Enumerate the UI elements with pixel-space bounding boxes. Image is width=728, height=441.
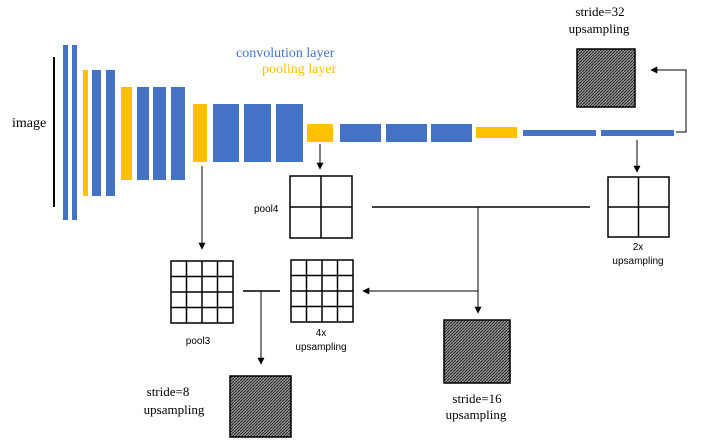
conv-layer bbox=[153, 87, 166, 180]
stride8-sublabel: upsampling bbox=[144, 402, 205, 417]
stride8-output bbox=[229, 375, 292, 438]
up2x-label: 2x bbox=[633, 242, 644, 253]
conv-layer bbox=[92, 70, 101, 196]
arrow-to-stride32 bbox=[650, 66, 687, 133]
conv-layer bbox=[244, 104, 271, 162]
conv-layer bbox=[72, 45, 77, 220]
pool-layer bbox=[83, 70, 88, 196]
conv-layer bbox=[63, 45, 68, 220]
pool-layer bbox=[476, 127, 517, 138]
image-label: image bbox=[12, 116, 46, 131]
conv-layer bbox=[276, 104, 303, 162]
pool-layer bbox=[307, 124, 333, 142]
legend-conv: convolution layer bbox=[236, 46, 335, 61]
stride16-output bbox=[443, 319, 511, 384]
conv-layer bbox=[171, 87, 185, 180]
conv-layer bbox=[523, 130, 596, 136]
stride8-label: stride=8 bbox=[147, 384, 190, 399]
conv-layer bbox=[431, 124, 472, 142]
stride16-label: stride=16 bbox=[452, 391, 502, 406]
conv-layer bbox=[137, 87, 149, 180]
stride32-sublabel: upsampling bbox=[569, 21, 630, 36]
conv-layer bbox=[106, 70, 115, 196]
pool4-grid bbox=[289, 175, 353, 239]
pool3-label: pool3 bbox=[186, 336, 211, 347]
pool-layer bbox=[193, 104, 207, 162]
pool-layer bbox=[121, 87, 132, 180]
up2x-sublabel: upsampling bbox=[612, 256, 663, 267]
up4x-sublabel: upsampling bbox=[295, 342, 346, 353]
pool4-label: pool4 bbox=[254, 204, 279, 215]
conv-layer bbox=[601, 130, 674, 136]
pool3-grid bbox=[170, 260, 234, 324]
stride16-sublabel: upsampling bbox=[446, 407, 507, 422]
upsample-2x-grid bbox=[607, 176, 670, 238]
conv-layer bbox=[386, 124, 427, 142]
stride32-output bbox=[576, 48, 636, 108]
conv-layer bbox=[340, 124, 381, 142]
network-layers bbox=[63, 45, 674, 220]
upsample-4x-grid bbox=[290, 259, 354, 323]
up4x-label: 4x bbox=[316, 328, 327, 339]
legend-pool: pooling layer bbox=[262, 62, 337, 77]
conv-layer bbox=[213, 104, 239, 162]
stride32-label: stride=32 bbox=[575, 4, 624, 19]
